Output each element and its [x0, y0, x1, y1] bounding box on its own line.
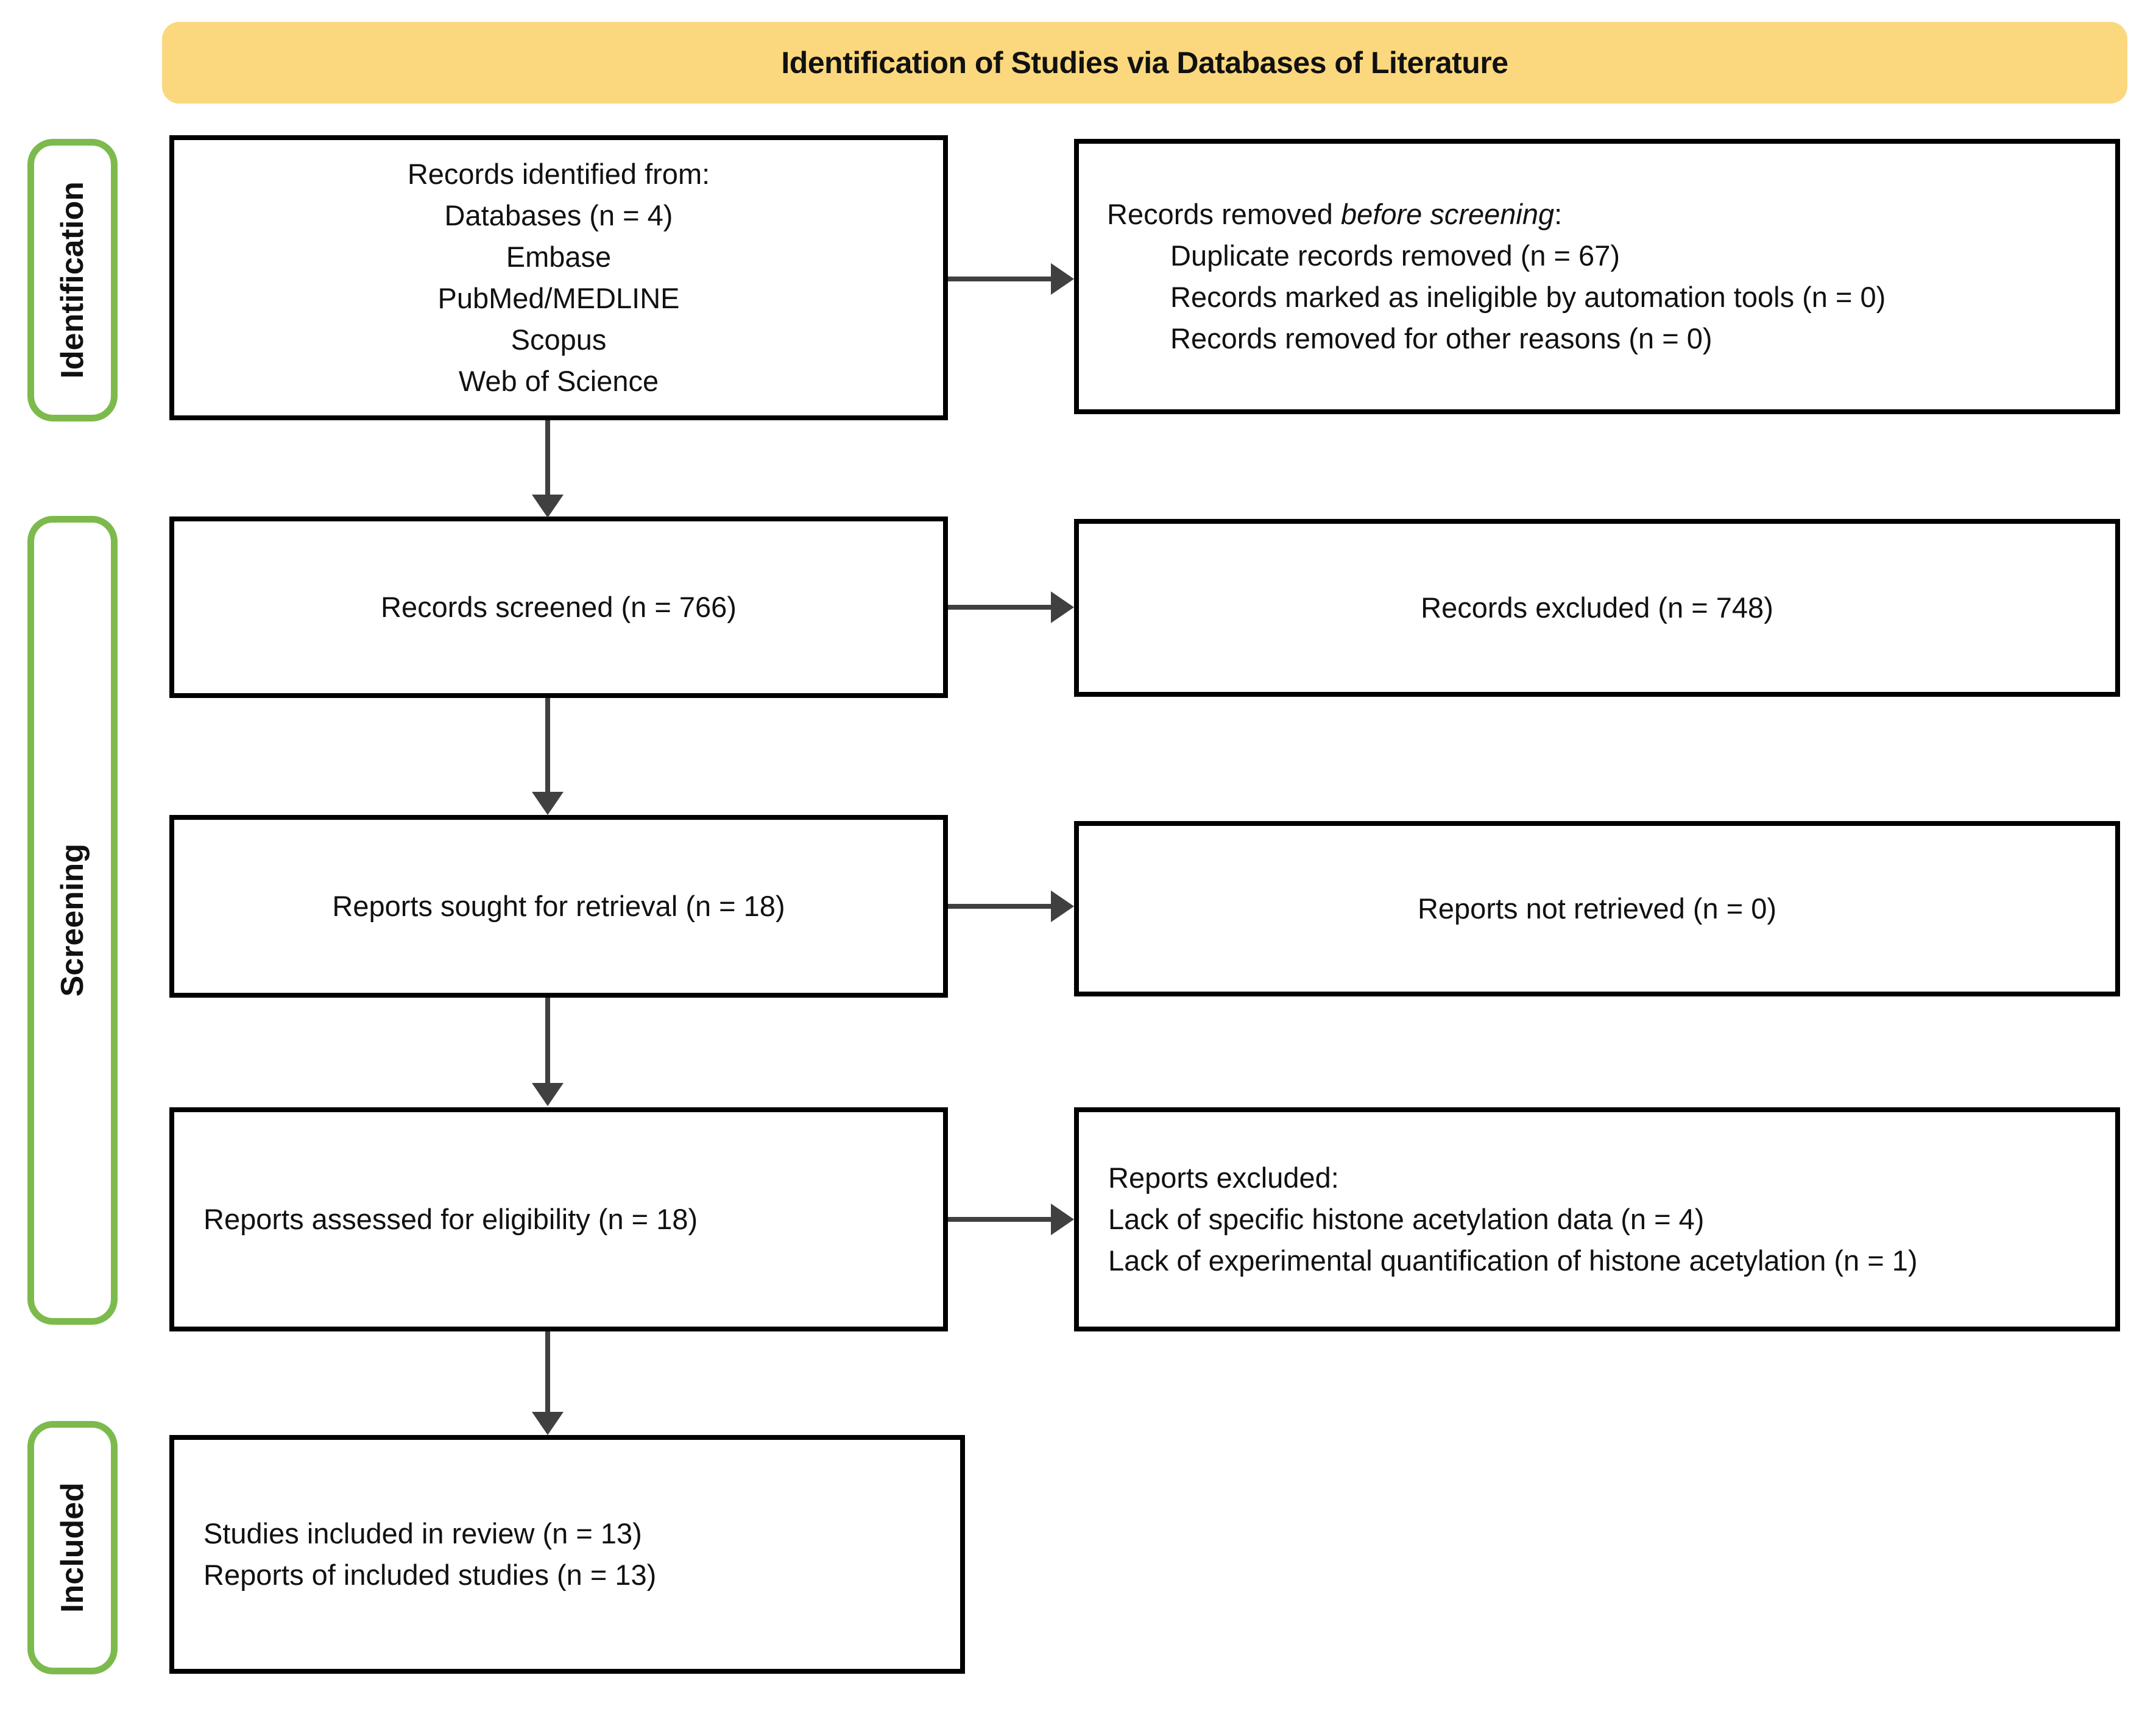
records-removed-title: Records removed before screening: [1107, 194, 1562, 235]
records-identified-line: Embase [506, 240, 612, 273]
records-screened-label: Records screened (n = 766) [381, 590, 737, 623]
box-reports-sought: Reports sought for retrieval (n = 18) [169, 815, 948, 998]
reports-excluded-title: Reports excluded: [1108, 1161, 1339, 1194]
records-removed-title-prefix: Records removed [1107, 197, 1341, 230]
arrow-line [545, 998, 550, 1085]
records-removed-item: Duplicate records removed (n = 67) [1170, 239, 1620, 272]
box-records-removed: Records removed before screening: Duplic… [1074, 139, 2120, 414]
arrow-head [532, 1412, 564, 1435]
arrow-line [948, 904, 1052, 909]
stage-screening-label: Screening [55, 844, 90, 997]
box-reports-assessed: Reports assessed for eligibility (n = 18… [169, 1107, 948, 1331]
reports-assessed-label: Reports assessed for eligibility (n = 18… [203, 1202, 698, 1235]
records-identified-line: Web of Science [458, 365, 659, 398]
records-removed-item: Records marked as ineligible by automati… [1170, 281, 1886, 313]
reports-excluded-item: Lack of experimental quantification of h… [1108, 1244, 1918, 1277]
arrow-head [1051, 890, 1074, 922]
records-removed-item: Records removed for other reasons (n = 0… [1170, 322, 1712, 355]
box-records-identified: Records identified from: Databases (n = … [169, 135, 948, 420]
arrow-line [948, 277, 1052, 281]
arrow-line [948, 1217, 1052, 1222]
reports-sought-label: Reports sought for retrieval (n = 18) [332, 889, 785, 922]
arrow-head [532, 495, 564, 518]
records-removed-title-italic: before screening [1341, 197, 1555, 230]
records-identified-line: PubMed/MEDLINE [437, 282, 680, 314]
records-excluded-label: Records excluded (n = 748) [1421, 591, 1773, 624]
studies-included-line: Studies included in review (n = 13) [203, 1517, 642, 1550]
box-records-screened: Records screened (n = 766) [169, 517, 948, 698]
reports-not-retrieved-label: Reports not retrieved (n = 0) [1417, 892, 1777, 925]
arrow-line [545, 698, 550, 794]
stage-included-label: Included [55, 1483, 90, 1613]
records-removed-title-suffix: : [1554, 197, 1563, 230]
box-reports-excluded-reasons: Reports excluded: Lack of specific histo… [1074, 1107, 2120, 1331]
stage-included: Included [27, 1421, 118, 1674]
stage-identification: Identification [27, 139, 118, 421]
box-reports-not-retrieved: Reports not retrieved (n = 0) [1074, 821, 2120, 996]
stage-screening: Screening [27, 516, 118, 1325]
records-identified-line: Scopus [511, 323, 607, 356]
arrow-line [545, 420, 550, 497]
stage-identification-label: Identification [55, 182, 90, 379]
banner-title: Identification of Studies via Databases … [781, 46, 1508, 80]
arrow-line [545, 1331, 550, 1414]
arrow-head [532, 792, 564, 815]
arrow-head [532, 1083, 564, 1106]
arrow-line [948, 605, 1052, 610]
arrow-head [1051, 591, 1074, 623]
arrow-head [1051, 263, 1074, 295]
records-identified-line: Databases (n = 4) [444, 199, 673, 231]
reports-excluded-item: Lack of specific histone acetylation dat… [1108, 1202, 1705, 1235]
studies-included-line: Reports of included studies (n = 13) [203, 1559, 657, 1591]
arrow-head [1051, 1204, 1074, 1235]
records-identified-line: Records identified from: [407, 157, 710, 190]
box-records-excluded: Records excluded (n = 748) [1074, 519, 2120, 697]
banner: Identification of Studies via Databases … [162, 22, 2127, 104]
box-studies-included: Studies included in review (n = 13) Repo… [169, 1435, 965, 1674]
